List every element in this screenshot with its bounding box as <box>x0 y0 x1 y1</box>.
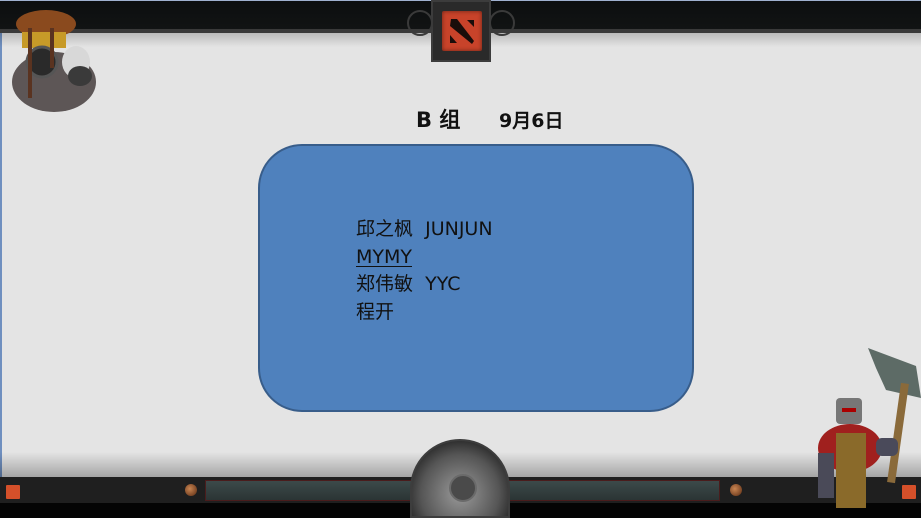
pack-yak-courier-icon <box>4 2 100 120</box>
roster-item: 郑伟敏 YYC <box>356 271 493 299</box>
copper-knob-icon <box>185 484 197 496</box>
copper-knob-icon <box>730 484 742 496</box>
roster-item: 邱之枫 JUNJUN <box>356 216 493 244</box>
player-name: 郑伟敏 <box>356 273 414 295</box>
player-name: 邱之枫 <box>356 218 414 240</box>
aegis-icon <box>410 439 510 518</box>
player-handle: MYMY <box>356 245 412 268</box>
ornament-left-icon <box>407 10 433 36</box>
roster-item: MYMY <box>356 244 493 272</box>
dota-mini-logo-icon <box>6 485 20 499</box>
roster-card: 邱之枫 JUNJUN MYMY 郑伟敏 YYC 程开 <box>258 144 694 412</box>
player-name: 程开 <box>356 300 395 323</box>
slide-edge <box>0 0 2 518</box>
roster-item: 程开 <box>356 299 493 327</box>
slide-title: B 组 9月6日 <box>0 104 921 136</box>
ornament-right-icon <box>489 10 515 36</box>
player-handle: JUNJUN <box>425 218 493 240</box>
top-emblem-frame <box>407 0 515 62</box>
dota-logo-icon <box>442 11 482 51</box>
aegis-gem-icon <box>449 474 477 502</box>
player-handle: YYC <box>425 273 461 295</box>
group-label: B 组 <box>416 108 461 132</box>
dota-mini-logo-icon <box>902 485 916 499</box>
date-label: 9月6日 <box>499 110 564 132</box>
roster-list: 邱之枫 JUNJUN MYMY 郑伟敏 YYC 程开 <box>356 216 493 326</box>
hammer-warrior-icon <box>806 338 921 518</box>
